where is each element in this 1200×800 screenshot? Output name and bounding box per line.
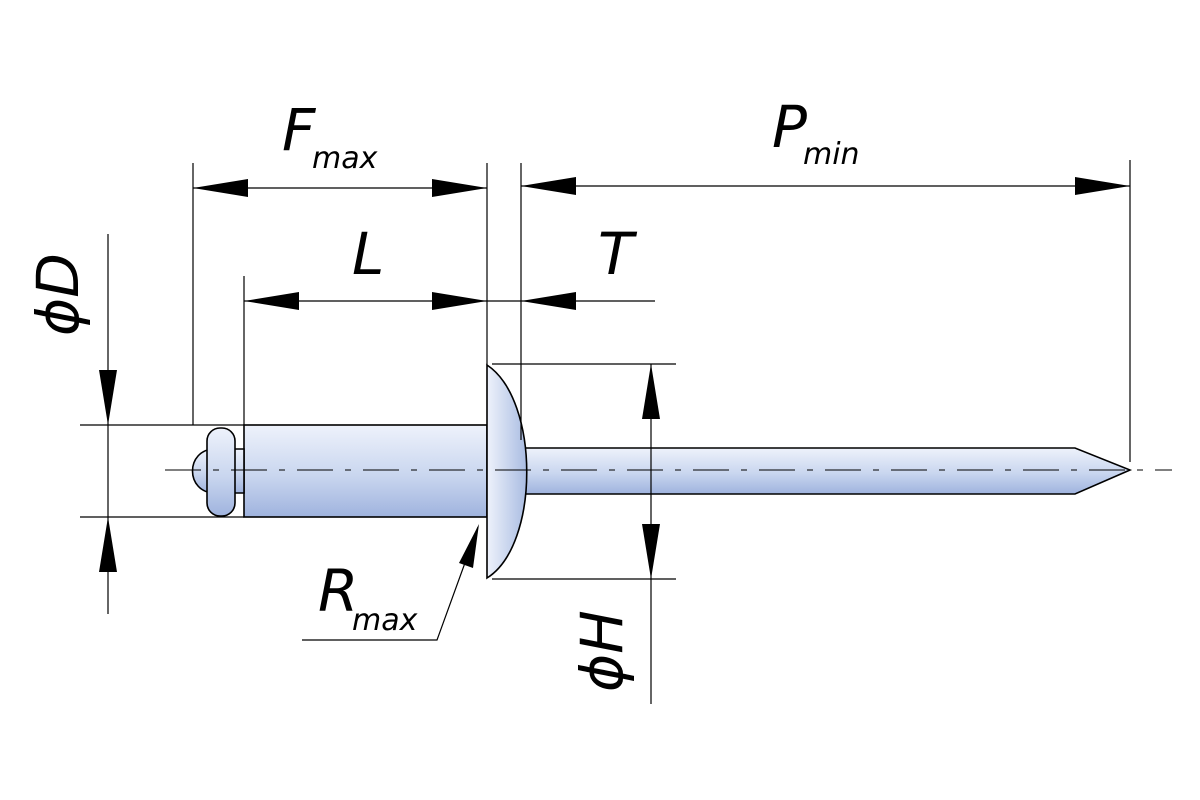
rivet-head xyxy=(486,363,528,580)
arrow-d-bottom xyxy=(99,517,117,572)
label-r-max: R max xyxy=(318,557,418,638)
dimension-h xyxy=(642,364,660,704)
dimension-p xyxy=(521,177,1130,195)
arrow-h-top xyxy=(642,364,660,419)
arrow-h-bottom xyxy=(642,524,660,579)
label-r: R xyxy=(318,557,358,625)
arrow-p-left xyxy=(521,177,576,195)
mandrel-pin xyxy=(499,447,1133,495)
arrow-f-right xyxy=(432,179,487,197)
label-p-sub: min xyxy=(803,137,860,172)
label-t: T xyxy=(598,220,638,288)
arrow-r-leader xyxy=(459,524,479,568)
dimension-l-t xyxy=(244,292,655,310)
label-f-max: F max xyxy=(282,96,378,176)
leader-r xyxy=(302,524,479,641)
label-r-sub: max xyxy=(352,603,418,638)
arrow-l-right xyxy=(432,292,487,310)
label-l: L xyxy=(352,220,384,288)
dimension-d xyxy=(99,234,117,614)
dimension-f xyxy=(193,179,487,197)
mandrel-collar xyxy=(206,427,236,517)
arrow-l-left xyxy=(244,292,299,310)
label-p: P xyxy=(772,93,807,161)
label-diameter-d: ϕD xyxy=(24,253,92,336)
rivet-sleeve xyxy=(243,424,488,518)
label-f-sub: max xyxy=(312,141,378,176)
label-f: F xyxy=(282,96,317,164)
arrow-d-top xyxy=(99,370,117,425)
arrow-f-left xyxy=(193,179,248,197)
arrow-p-right xyxy=(1075,177,1130,195)
label-p-min: P min xyxy=(772,93,860,172)
label-diameter-h: ϕH xyxy=(568,610,636,692)
extension-lines xyxy=(80,160,1131,580)
arrow-t-left xyxy=(521,292,576,310)
rivet xyxy=(165,363,1172,580)
